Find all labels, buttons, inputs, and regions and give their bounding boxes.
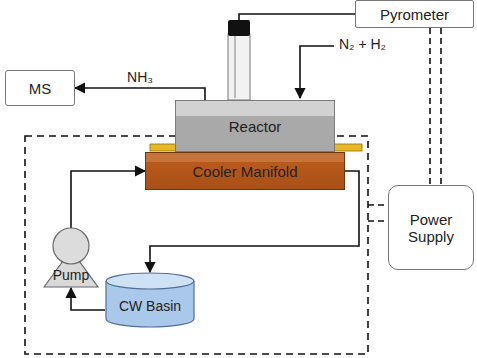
node-text: Reactor	[229, 118, 282, 135]
connector-line	[71, 288, 105, 310]
connector-line	[239, 14, 355, 100]
flow-label: N₂ + H₂	[337, 36, 388, 52]
pyrometer-probe	[228, 34, 250, 100]
pump: Pump	[40, 226, 102, 288]
node-text: Power Supply	[395, 211, 467, 245]
edge-label: NH₃	[125, 69, 155, 85]
control-wire	[368, 220, 388, 222]
connector	[239, 14, 355, 100]
instrument-box: MS	[5, 70, 75, 106]
system-boundary	[25, 136, 368, 354]
connector-line	[75, 88, 205, 100]
reactor-block: Reactor	[175, 100, 335, 152]
water-basin: CW Basin	[105, 272, 195, 328]
connector	[430, 28, 441, 185]
feed-line	[300, 46, 334, 98]
node-text: MS	[29, 80, 52, 97]
power-supply-box: Power Supply	[388, 185, 474, 270]
connector	[75, 88, 205, 100]
node-text: Pyrometer	[380, 6, 449, 23]
node-text: CW Basin	[119, 298, 181, 314]
connector	[71, 288, 105, 310]
cooler-manifold: Cooler Manifold	[145, 152, 345, 190]
node-text: Pump	[53, 267, 90, 283]
connector-line	[440, 28, 442, 185]
connector-line	[71, 171, 145, 228]
instrument-box: Pyrometer	[355, 0, 474, 28]
connector-line	[429, 28, 431, 185]
node-text: Cooler Manifold	[192, 163, 297, 180]
connector	[71, 171, 145, 228]
probe-shine	[234, 36, 236, 98]
probe-cap	[228, 20, 250, 36]
control-wire	[368, 204, 388, 206]
